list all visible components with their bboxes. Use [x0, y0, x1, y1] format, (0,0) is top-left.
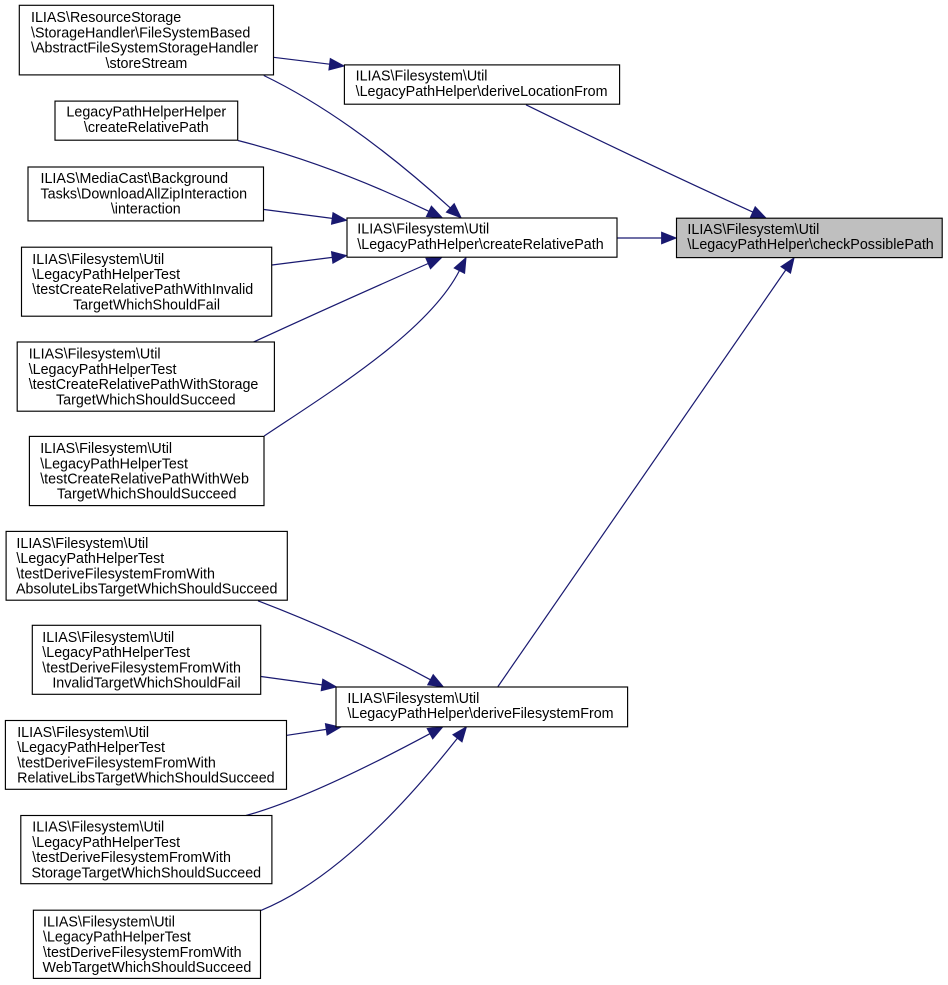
svg-text:\testCreateRelativePathWithSto: \testCreateRelativePathWithStorage: [29, 377, 259, 393]
svg-text:\LegacyPathHelperTest: \LegacyPathHelperTest: [42, 645, 190, 661]
svg-text:\testCreateRelativePathWithWeb: \testCreateRelativePathWithWeb: [40, 472, 249, 488]
svg-text:ILIAS\Filesystem\Util: ILIAS\Filesystem\Util: [16, 536, 148, 552]
svg-text:\LegacyPathHelperTest: \LegacyPathHelperTest: [40, 456, 188, 472]
svg-text:ILIAS\Filesystem\Util: ILIAS\Filesystem\Util: [17, 725, 149, 741]
svg-text:ILIAS\MediaCast\Background: ILIAS\MediaCast\Background: [41, 171, 229, 187]
svg-text:\testDeriveFilesystemFromWith: \testDeriveFilesystemFromWith: [16, 566, 215, 582]
svg-text:ILIAS\Filesystem\Util: ILIAS\Filesystem\Util: [356, 69, 488, 85]
svg-text:\StorageHandler\FileSystemBase: \StorageHandler\FileSystemBased: [31, 25, 250, 41]
svg-text:\interaction: \interaction: [111, 201, 181, 217]
svg-text:\LegacyPathHelper\checkPossibl: \LegacyPathHelper\checkPossiblePath: [687, 237, 933, 253]
svg-text:\createRelativePath: \createRelativePath: [84, 120, 209, 136]
svg-text:ILIAS\Filesystem\Util: ILIAS\Filesystem\Util: [32, 252, 164, 268]
svg-text:\LegacyPathHelperTest: \LegacyPathHelperTest: [32, 267, 180, 283]
svg-text:\testCreateRelativePathWithInv: \testCreateRelativePathWithInvalid: [32, 282, 253, 298]
svg-text:\LegacyPathHelper\deriveFilesy: \LegacyPathHelper\deriveFilesystemFrom: [347, 706, 613, 722]
svg-text:TargetWhichShouldSucceed: TargetWhichShouldSucceed: [56, 392, 236, 408]
svg-text:\LegacyPathHelper\deriveLocati: \LegacyPathHelper\deriveLocationFrom: [356, 84, 608, 100]
svg-text:ILIAS\Filesystem\Util: ILIAS\Filesystem\Util: [347, 691, 479, 707]
svg-text:\storeStream: \storeStream: [105, 56, 187, 72]
svg-text:\testDeriveFilesystemFromWith: \testDeriveFilesystemFromWith: [32, 850, 231, 866]
svg-text:WebTargetWhichShouldSucceed: WebTargetWhichShouldSucceed: [43, 960, 252, 976]
svg-text:TargetWhichShouldFail: TargetWhichShouldFail: [73, 297, 220, 313]
svg-text:\LegacyPathHelperTest: \LegacyPathHelperTest: [16, 551, 164, 567]
svg-text:ILIAS\Filesystem\Util: ILIAS\Filesystem\Util: [687, 222, 819, 238]
svg-text:ILIAS\Filesystem\Util: ILIAS\Filesystem\Util: [43, 914, 175, 930]
svg-text:LegacyPathHelperHelper: LegacyPathHelperHelper: [66, 105, 226, 121]
svg-text:\AbstractFileSystemStorageHand: \AbstractFileSystemStorageHandler: [31, 41, 258, 57]
svg-text:ILIAS\Filesystem\Util: ILIAS\Filesystem\Util: [29, 347, 161, 363]
svg-text:\LegacyPathHelperTest: \LegacyPathHelperTest: [17, 740, 165, 756]
svg-text:AbsoluteLibsTargetWhichShouldS: AbsoluteLibsTargetWhichShouldSucceed: [16, 582, 278, 598]
svg-text:Tasks\DownloadAllZipInteractio: Tasks\DownloadAllZipInteraction: [41, 186, 248, 202]
svg-text:ILIAS\Filesystem\Util: ILIAS\Filesystem\Util: [40, 441, 172, 457]
svg-text:\LegacyPathHelperTest: \LegacyPathHelperTest: [29, 362, 177, 378]
svg-text:ILIAS\Filesystem\Util: ILIAS\Filesystem\Util: [357, 222, 489, 238]
svg-text:ILIAS\ResourceStorage: ILIAS\ResourceStorage: [31, 10, 181, 26]
svg-text:\testDeriveFilesystemFromWith: \testDeriveFilesystemFromWith: [42, 660, 241, 676]
svg-text:\testDeriveFilesystemFromWith: \testDeriveFilesystemFromWith: [17, 755, 216, 771]
svg-text:\LegacyPathHelperTest: \LegacyPathHelperTest: [43, 930, 191, 946]
svg-text:RelativeLibsTargetWhichShouldS: RelativeLibsTargetWhichShouldSucceed: [17, 771, 275, 787]
svg-text:ILIAS\Filesystem\Util: ILIAS\Filesystem\Util: [42, 630, 174, 646]
svg-text:TargetWhichShouldSucceed: TargetWhichShouldSucceed: [57, 487, 237, 503]
svg-text:StorageTargetWhichShouldSuccee: StorageTargetWhichShouldSucceed: [31, 865, 261, 881]
svg-text:ILIAS\Filesystem\Util: ILIAS\Filesystem\Util: [32, 820, 164, 836]
svg-text:\LegacyPathHelperTest: \LegacyPathHelperTest: [32, 835, 180, 851]
svg-text:InvalidTargetWhichShouldFail: InvalidTargetWhichShouldFail: [52, 676, 240, 692]
svg-text:\testDeriveFilesystemFromWith: \testDeriveFilesystemFromWith: [43, 945, 242, 961]
svg-text:\LegacyPathHelper\createRelati: \LegacyPathHelper\createRelativePath: [357, 237, 603, 253]
